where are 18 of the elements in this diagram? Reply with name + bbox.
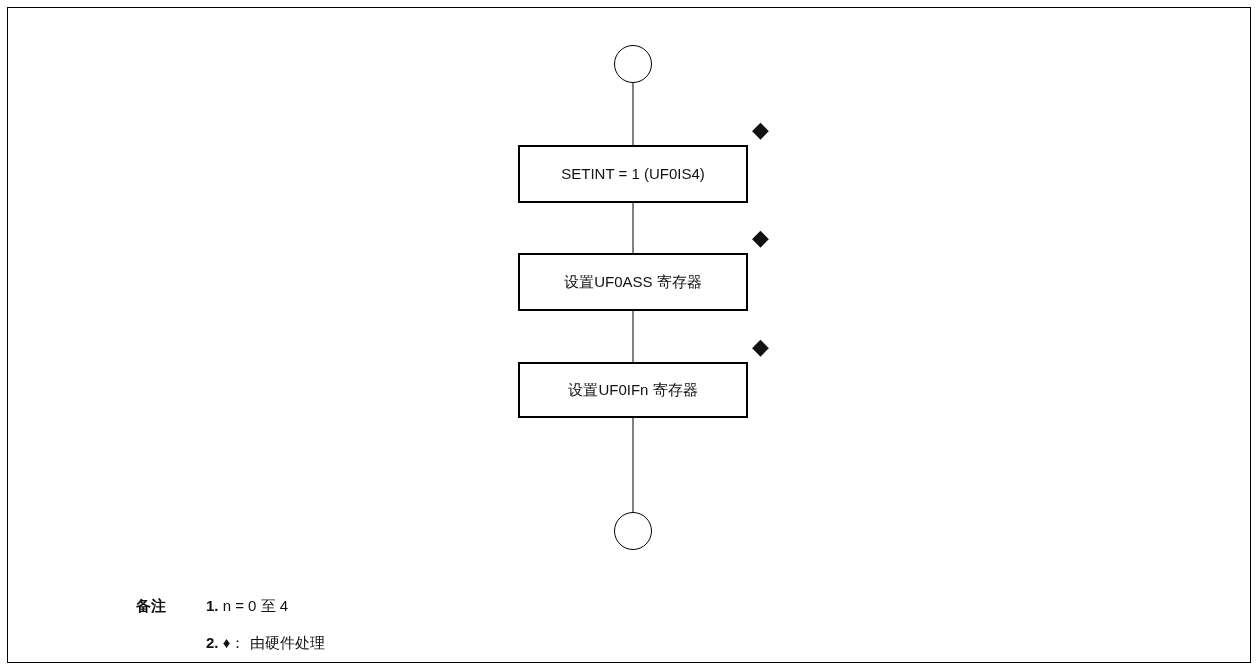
terminal-circle xyxy=(614,512,652,550)
hardware-mark: ◆ xyxy=(752,336,769,358)
process-box xyxy=(518,362,748,418)
connector-line xyxy=(632,202,634,254)
process-box xyxy=(518,253,748,311)
note-text: 1. n = 0 至 4 xyxy=(206,597,289,616)
node-text: 设置UF0ASS 寄存器 xyxy=(563,272,703,292)
connector-line xyxy=(632,82,634,146)
terminal-circle xyxy=(614,45,652,83)
note-text: 2. ♦： 由硬件处理 xyxy=(206,634,325,653)
hardware-mark: ◆ xyxy=(752,119,769,141)
hardware-mark: ◆ xyxy=(752,227,769,249)
node-text: 设置UF0IFn 寄存器 xyxy=(567,380,699,400)
connector-line xyxy=(632,417,634,513)
connector-line xyxy=(632,310,634,363)
process-box xyxy=(518,145,748,203)
node-text: SETINT = 1 (UF0IS4) xyxy=(560,164,706,184)
note-heading: 备注 xyxy=(136,597,166,616)
